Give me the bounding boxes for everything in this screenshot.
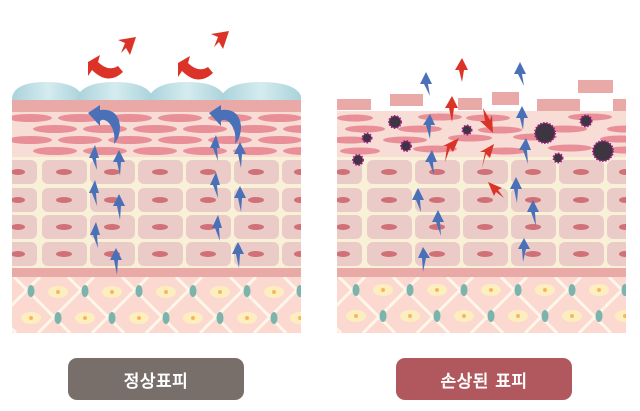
dermis-layer [12,277,301,333]
damaged-skin-diagram [320,0,640,340]
irritant-arrows [88,31,229,80]
damaged-skin-illustration [337,58,626,333]
cell-nuclei [337,169,626,257]
normal-skin-diagram [0,0,320,340]
moisture-arrows [88,105,246,275]
irritant-arrows [443,58,504,198]
broken-stratum-corneum [337,80,626,111]
damaged-epidermis-label: 손상된 표피 [396,358,572,400]
basement-membrane [12,268,301,277]
germ-particles [352,114,614,166]
normal-epidermis-label: 정상표피 [68,358,244,400]
normal-skin-illustration [12,31,301,333]
lipid-layer [12,82,301,100]
dermis-layer [337,277,626,333]
stratum-corneum [12,100,301,112]
moisture-arrows [412,62,539,272]
basement-membrane [337,268,626,277]
